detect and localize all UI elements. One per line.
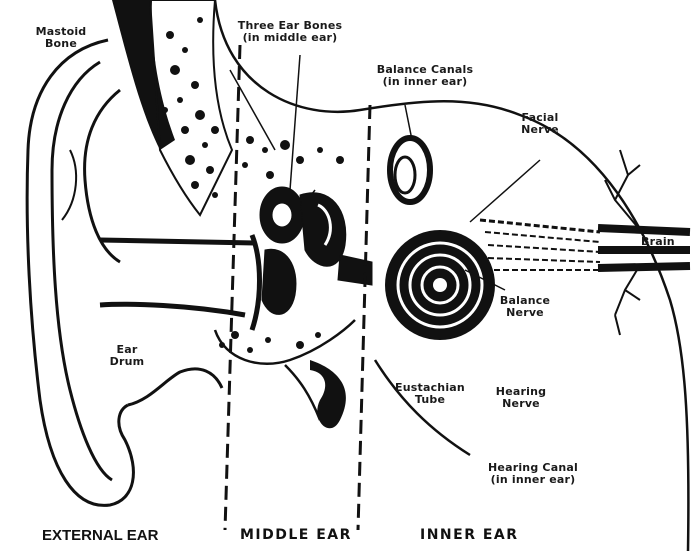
ossicles: [260, 187, 372, 314]
label-hearing-canal: Hearing Canal (in inner ear): [478, 462, 588, 486]
cochlea: [385, 230, 495, 340]
label-facial-nerve: Facial Nerve: [510, 112, 570, 136]
section-inner-ear: INNER EAR: [420, 527, 519, 543]
label-hearing-nerve: Hearing Nerve: [486, 386, 556, 410]
eustachian-tube-shape: [310, 360, 346, 428]
label-balance-nerve: Balance Nerve: [490, 295, 560, 319]
label-balance-canals: Balance Canals (in inner ear): [370, 64, 480, 88]
label-eustachian-tube: Eustachian Tube: [390, 382, 470, 406]
section-middle-ear: MIDDLE EAR: [240, 527, 352, 543]
section-external-ear: EXTERNAL EAR: [42, 527, 158, 544]
auricle: [27, 40, 222, 505]
label-mastoid-bone: Mastoid Bone: [30, 26, 92, 50]
eardrum: [252, 235, 260, 330]
section-dividers: [225, 45, 370, 530]
eustachian-tube-line: [375, 360, 470, 455]
label-three-ear-bones: Three Ear Bones (in middle ear): [230, 20, 350, 44]
label-brain: Brain: [641, 236, 689, 248]
label-ear-drum: Ear Drum: [102, 344, 152, 368]
cavity-texture: [219, 331, 321, 353]
balance-canals: [390, 138, 430, 202]
brain-branches: [605, 150, 640, 335]
